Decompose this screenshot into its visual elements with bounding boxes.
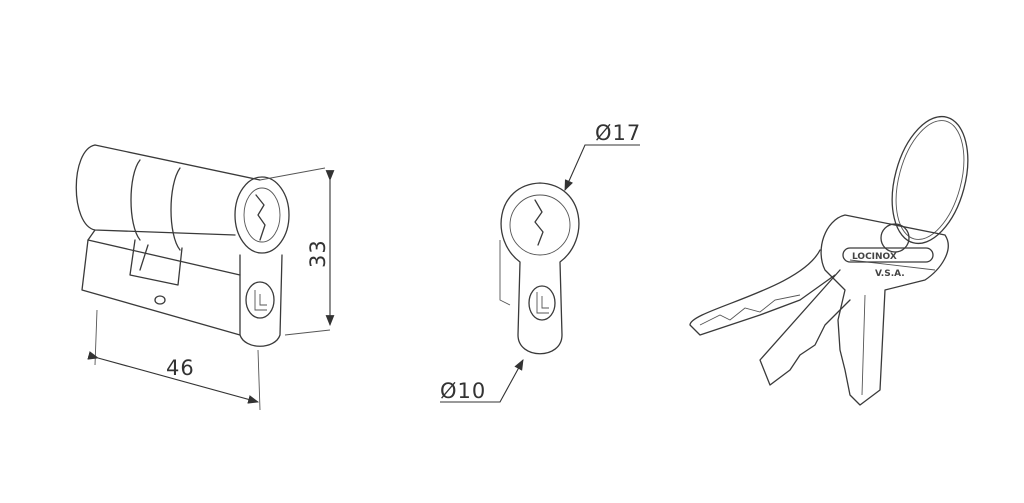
height-label: 33 — [306, 239, 330, 268]
diameter-10-label: Ø10 — [440, 379, 486, 403]
cylinder-profile-view: Ø17 Ø10 — [440, 121, 641, 403]
cylinder-3d-view — [75, 144, 331, 411]
dimension-33: 33 — [306, 170, 335, 327]
key-subtitle-logo: V.S.A. — [875, 269, 905, 279]
diameter-17-label: Ø17 — [595, 121, 641, 145]
dimension-46: 46 — [87, 351, 260, 404]
length-label: 46 — [166, 356, 195, 380]
keys-illustration: LOCINOX V.S.A. — [689, 115, 969, 406]
key-brand-logo: LOCINOX — [852, 252, 897, 262]
